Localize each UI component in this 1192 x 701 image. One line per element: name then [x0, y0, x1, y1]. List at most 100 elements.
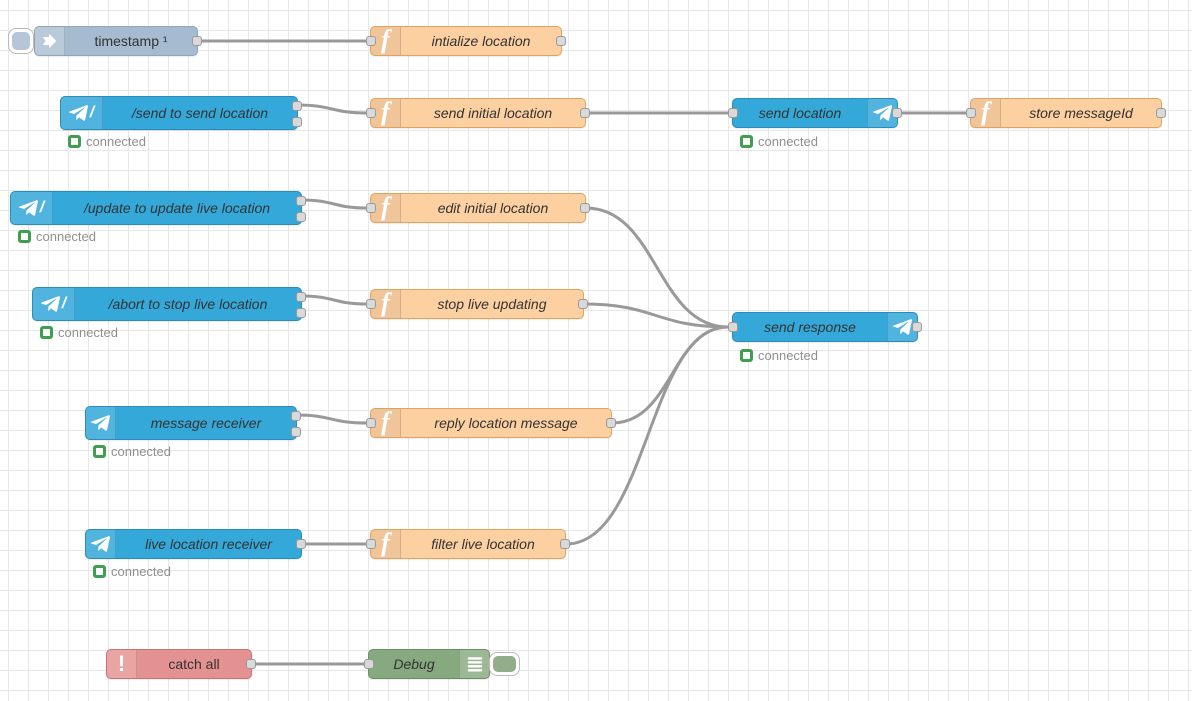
function-icon: f — [371, 408, 401, 437]
node-label: edit initial location — [437, 200, 549, 216]
wire[interactable] — [584, 206, 730, 329]
output-port-2[interactable] — [296, 212, 306, 222]
node-label: filter live location — [431, 536, 535, 552]
node-label: message receiver — [150, 415, 262, 431]
output-port[interactable] — [556, 36, 566, 46]
output-port-1[interactable] — [296, 292, 306, 302]
output-port-2[interactable] — [291, 427, 301, 437]
output-port-1[interactable] — [296, 196, 306, 206]
node-function-edit-initial-location[interactable]: f edit initial location — [366, 193, 590, 223]
function-icon: f — [371, 193, 401, 222]
status-ring-icon — [18, 230, 31, 243]
wire[interactable] — [582, 302, 730, 329]
input-port[interactable] — [728, 322, 738, 332]
node-telegram-abort-command[interactable]: / /abort to stop live location — [32, 287, 306, 321]
output-port[interactable] — [580, 203, 590, 213]
node-status: connected — [740, 348, 818, 363]
node-status: connected — [18, 229, 96, 244]
node-telegram-send-command[interactable]: / /send to send location — [60, 96, 302, 130]
node-label: stop live updating — [437, 296, 547, 312]
input-port[interactable] — [366, 203, 376, 213]
output-port[interactable] — [578, 299, 588, 309]
node-function-initialize-location[interactable]: f intialize location — [366, 26, 566, 56]
node-label: send location — [758, 105, 842, 121]
wire[interactable] — [295, 413, 368, 425]
output-port[interactable] — [1156, 108, 1166, 118]
inject-button-fill — [12, 32, 30, 50]
debug-toggle-button[interactable] — [489, 652, 520, 676]
node-function-send-initial-location[interactable]: f send initial location — [366, 98, 590, 128]
node-function-reply-location-message[interactable]: f reply location message — [366, 408, 616, 438]
status-ring-icon — [740, 135, 753, 148]
input-port[interactable] — [728, 108, 738, 118]
status-ring-icon — [93, 565, 106, 578]
input-port[interactable] — [366, 539, 376, 549]
status-ring-icon — [68, 135, 81, 148]
node-label: /update to update live location — [83, 200, 271, 216]
output-port-1[interactable] — [291, 411, 301, 421]
node-telegram-live-location-receiver[interactable]: live location receiver — [85, 529, 306, 559]
output-port-2[interactable] — [292, 117, 302, 127]
status-ring-icon — [740, 349, 753, 362]
paper-plane-icon: / — [11, 192, 53, 224]
input-port[interactable] — [364, 659, 374, 669]
node-label: send initial location — [433, 105, 553, 121]
node-status: connected — [68, 134, 146, 149]
input-port[interactable] — [366, 108, 376, 118]
function-icon: f — [371, 529, 401, 558]
node-function-stop-live-updating[interactable]: f stop live updating — [366, 289, 588, 319]
inject-arrow-icon — [35, 27, 65, 55]
output-port[interactable] — [296, 539, 306, 549]
node-inject-timestamp[interactable]: timestamp ¹ — [34, 26, 202, 56]
status-ring-icon — [93, 445, 106, 458]
output-port[interactable] — [192, 36, 202, 46]
output-port[interactable] — [912, 322, 922, 332]
node-debug[interactable]: Debug — [364, 649, 490, 679]
output-port[interactable] — [892, 108, 902, 118]
output-port[interactable] — [560, 539, 570, 549]
status-text: connected — [36, 229, 96, 244]
output-port[interactable] — [606, 418, 616, 428]
node-label: reply location message — [434, 415, 578, 431]
node-function-filter-live-location[interactable]: f filter live location — [366, 529, 570, 559]
output-port[interactable] — [246, 659, 256, 669]
node-status: connected — [93, 564, 171, 579]
paper-plane-icon: / — [33, 288, 75, 320]
status-text: connected — [58, 325, 118, 340]
node-telegram-send-response[interactable]: send response — [728, 312, 922, 342]
node-telegram-send-location[interactable]: send location — [728, 98, 902, 128]
input-port[interactable] — [366, 36, 376, 46]
status-text: connected — [758, 348, 818, 363]
function-icon: f — [371, 26, 401, 55]
wire[interactable] — [564, 325, 730, 546]
node-label: /send to send location — [131, 105, 269, 121]
wire[interactable] — [610, 325, 730, 425]
node-status: connected — [40, 325, 118, 340]
node-label: send response — [764, 319, 856, 335]
node-telegram-message-receiver[interactable]: message receiver — [85, 406, 301, 440]
input-port[interactable] — [366, 418, 376, 428]
wire[interactable] — [296, 103, 368, 115]
inject-button[interactable] — [8, 28, 34, 54]
node-function-store-messageid[interactable]: f store messageId — [966, 98, 1166, 128]
output-port-2[interactable] — [296, 308, 306, 318]
node-catch-all[interactable]: ! catch all — [106, 649, 256, 679]
node-telegram-update-command[interactable]: / /update to update live location — [10, 191, 306, 225]
output-port-1[interactable] — [292, 101, 302, 111]
node-label: Debug — [393, 656, 435, 672]
input-port[interactable] — [366, 299, 376, 309]
node-status: connected — [93, 444, 171, 459]
output-port[interactable] — [580, 108, 590, 118]
node-label: catch all — [168, 656, 220, 672]
node-label: timestamp ¹ — [94, 33, 168, 49]
wire[interactable] — [300, 294, 368, 306]
exclamation-icon: ! — [107, 650, 137, 678]
wire[interactable] — [300, 198, 368, 210]
status-ring-icon — [40, 326, 53, 339]
node-label: live location receiver — [145, 536, 272, 552]
debug-toggle-fill — [493, 656, 516, 672]
input-port[interactable] — [966, 108, 976, 118]
node-status: connected — [740, 134, 818, 149]
